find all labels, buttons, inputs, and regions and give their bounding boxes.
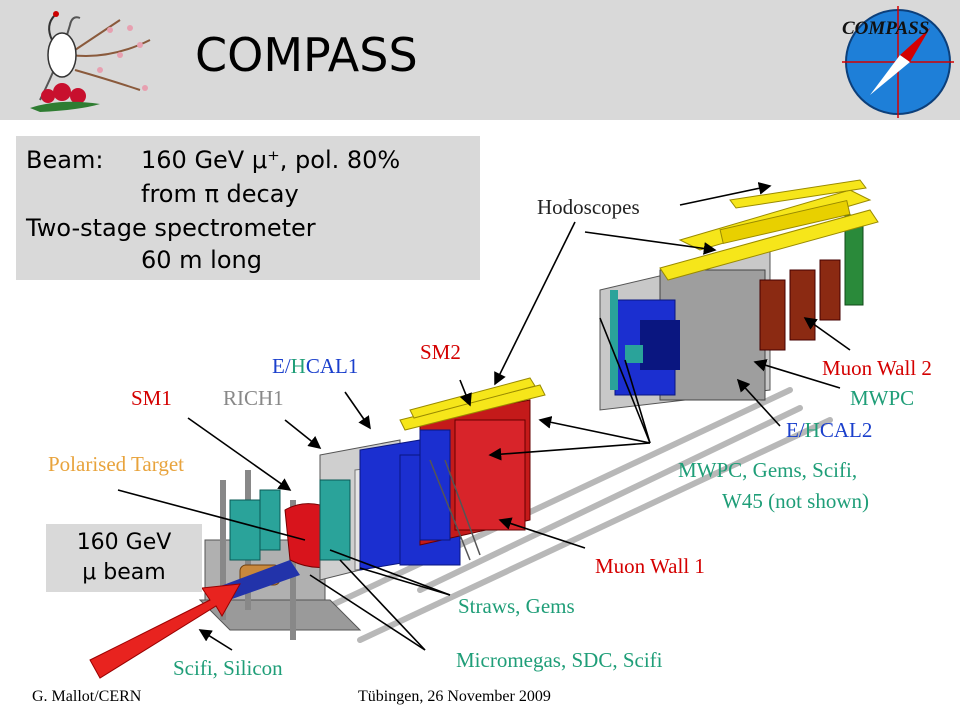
beam-source: from π decay (141, 180, 299, 208)
logo-text: COMPASS (842, 18, 930, 39)
label-sm2: SM2 (420, 340, 461, 364)
polarised-target-region (198, 470, 362, 640)
second-stage-detectors (599, 179, 879, 411)
hcal-rest: CAL1 (305, 354, 359, 378)
footer-author: G. Mallot/CERN (32, 688, 142, 705)
crane-plum-decoration (30, 11, 151, 112)
page-title: COMPASS (195, 28, 418, 82)
label-muon-wall-1: Muon Wall 1 (595, 554, 705, 578)
beam-energy-line2: μ beam (82, 560, 166, 585)
label-muon-wall-2: Muon Wall 2 (822, 356, 932, 380)
beam-info-box: Beam: 160 GeV μ⁺, pol. 80% from π decay … (16, 136, 480, 280)
label-mwpc-gems-line2: W45 (not shown) (722, 489, 869, 513)
sm2-magnet (399, 377, 546, 561)
beam-energy-box: 160 GeV μ beam (46, 524, 202, 592)
label-ehcal2-h: HCAL2 (805, 418, 873, 442)
spectrometer-line2: 60 m long (141, 246, 262, 274)
label-hodoscopes: Hodoscopes (537, 195, 640, 219)
label-polarised-target: Polarised Target (48, 452, 184, 476)
label-ehcal1: E/HCAL1 (272, 354, 358, 379)
label-rich1: RICH1 (223, 386, 284, 410)
annotation-arrows (117, 182, 851, 651)
beamline-rails (297, 387, 833, 643)
label-scifi-silicon: Scifi, Silicon (173, 656, 283, 680)
header-banner (0, 0, 960, 120)
hcal-rest: CAL2 (819, 418, 873, 442)
beam-energy-line1: 160 GeV (76, 530, 172, 555)
beam-label: Beam: (26, 146, 104, 174)
label-ehcal2: E/HCAL2 (786, 418, 872, 443)
beam-arrow (89, 583, 241, 679)
label-mwpc-gems-line1: MWPC, Gems, Scifi, (678, 458, 858, 482)
footer-place-date: Tübingen, 26 November 2009 (358, 688, 551, 705)
label-ehcal1-e: E/ (272, 354, 291, 378)
label-mwpc: MWPC (850, 386, 915, 410)
label-sm1: SM1 (131, 386, 172, 410)
spectrometer-line1: Two-stage spectrometer (26, 214, 316, 242)
label-straws-gems: Straws, Gems (458, 594, 575, 618)
beam-value: 160 GeV μ⁺, pol. 80% (141, 146, 401, 174)
compass-logo (842, 6, 954, 118)
label-ehcal1-h: HCAL1 (291, 354, 359, 378)
hcal-h-letter: H (290, 354, 306, 378)
label-micromegas: Micromegas, SDC, Scifi (456, 648, 663, 672)
label-ehcal2-e: E/ (786, 418, 805, 442)
hcal-h-letter: H (804, 418, 820, 442)
